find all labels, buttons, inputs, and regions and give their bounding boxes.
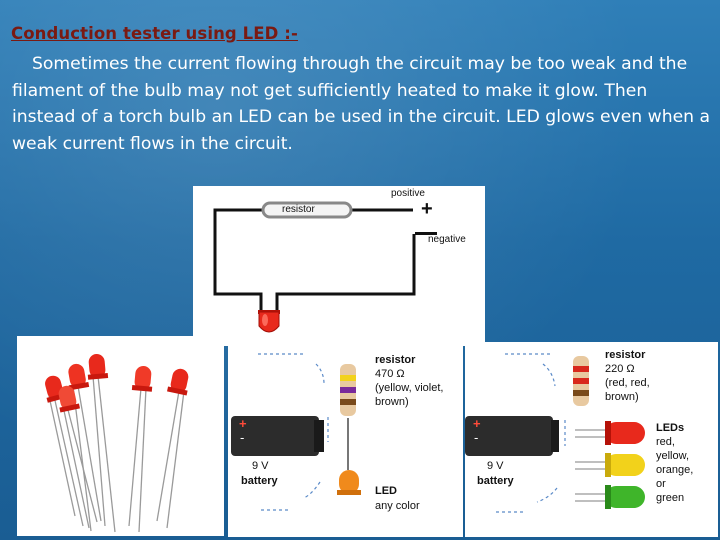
panel-a-resistor-colors-2: brown): [375, 396, 409, 408]
panel-a-resistor-colors: (yellow, violet,: [375, 382, 444, 394]
panel-b-leds-color-orange: orange,: [656, 464, 694, 476]
panel-b-leds-title: LEDs: [656, 422, 685, 434]
panel-a-led-desc: any color: [375, 500, 420, 512]
panel-a-battery-voltage: 9 V: [252, 460, 269, 472]
panel-b-resistor-title: resistor: [605, 349, 646, 361]
circuit-wiring: [213, 201, 437, 333]
panel-b-leds-color-green: green: [656, 492, 685, 504]
circuit-plus-sign: +: [421, 198, 433, 220]
circuit-b-drawing: [465, 353, 645, 513]
panel-b-resistor-colors: (red, red,: [605, 377, 650, 389]
led-photo: [17, 336, 224, 536]
battery-b-plus: +: [473, 416, 481, 431]
panel-b-resistor-colors-2: brown): [605, 391, 639, 403]
circuit-panel-a: + - resistor 470 Ω (yellow, violet, brow…: [228, 342, 463, 537]
panel-a-resistor-title: resistor: [375, 354, 416, 366]
panel-b-resistor-value: 220 Ω: [605, 363, 635, 375]
panel-a-resistor-value: 470 Ω: [375, 368, 405, 380]
circuit-diagram: resistor positive + negative: [193, 186, 485, 346]
panel-a-led-title: LED: [375, 485, 397, 497]
circuit-a-drawing: [231, 353, 361, 511]
slide-body-text: Sometimes the current flowing through th…: [12, 54, 711, 154]
panel-b-leds-color-yellow: yellow,: [656, 450, 690, 462]
panel-a-battery-label: battery: [241, 475, 278, 487]
battery-b-minus: -: [474, 430, 479, 445]
slide-title: Conduction tester using LED :-: [11, 24, 298, 43]
led-photo-drawing: [45, 353, 189, 533]
battery-a-plus: +: [239, 416, 247, 431]
circuit-resistor-label: resistor: [282, 204, 315, 215]
panel-b-battery-label: battery: [477, 475, 514, 487]
panel-b-battery-voltage: 9 V: [487, 460, 504, 472]
circuit-negative-label: negative: [428, 234, 466, 245]
circuit-panel-b: + - resistor 220 Ω (red, red, brown) 9 V…: [465, 342, 718, 537]
panel-b-leds-color-red: red,: [656, 436, 675, 448]
circuit-positive-label: positive: [391, 188, 425, 199]
panel-b-leds-color-or: or: [656, 478, 666, 490]
battery-a-minus: -: [240, 430, 245, 445]
